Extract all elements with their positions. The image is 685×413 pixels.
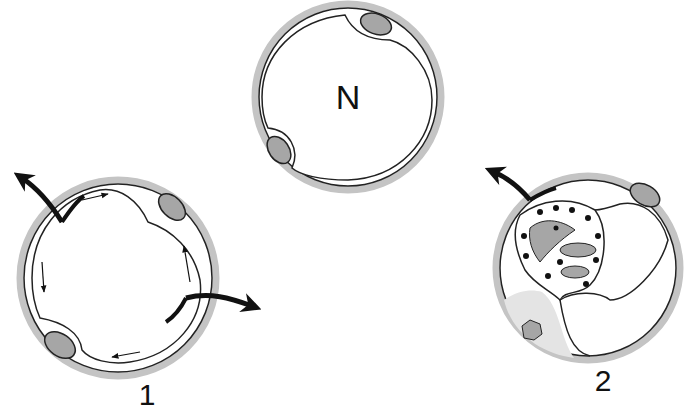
autophagy-cell [494, 172, 680, 360]
cell-number: 2 [595, 366, 612, 396]
nucleus-label: N [336, 80, 361, 114]
cell-number: 1 [139, 380, 156, 410]
cell-node: N [255, 4, 441, 190]
cell-node: 2 [496, 176, 680, 360]
cell-node: 1 [20, 180, 216, 376]
normal-cell [255, 4, 441, 190]
streaming-cell [20, 178, 252, 376]
